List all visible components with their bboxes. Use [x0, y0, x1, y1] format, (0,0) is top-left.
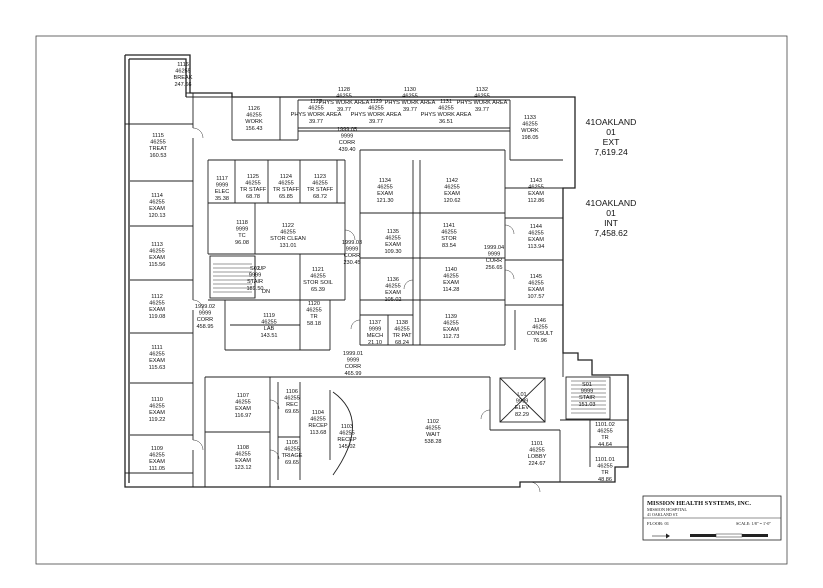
stair-down-label: DN	[262, 289, 270, 295]
sheet-border	[35, 35, 788, 565]
north-arrow-icon	[652, 533, 670, 539]
stair-up-label: UP	[258, 266, 266, 272]
title-address: 41 OAKLAND ST.	[647, 512, 678, 517]
scale-bar	[690, 533, 768, 538]
stair-treads	[213, 263, 606, 414]
title-floor: FLOOR: 01	[647, 521, 670, 526]
building-outline	[124, 54, 629, 488]
interior-walls	[125, 92, 628, 487]
title-block: MISSION HEALTH SYSTEMS, INC. MISSION HOS…	[642, 495, 782, 541]
title-facility: MISSION HOSPITAL	[647, 507, 687, 512]
title-scale: SCALE: 1/8" = 1'-0"	[736, 521, 771, 526]
title-company: MISSION HEALTH SYSTEMS, INC.	[647, 500, 751, 507]
door-swings	[192, 127, 541, 493]
